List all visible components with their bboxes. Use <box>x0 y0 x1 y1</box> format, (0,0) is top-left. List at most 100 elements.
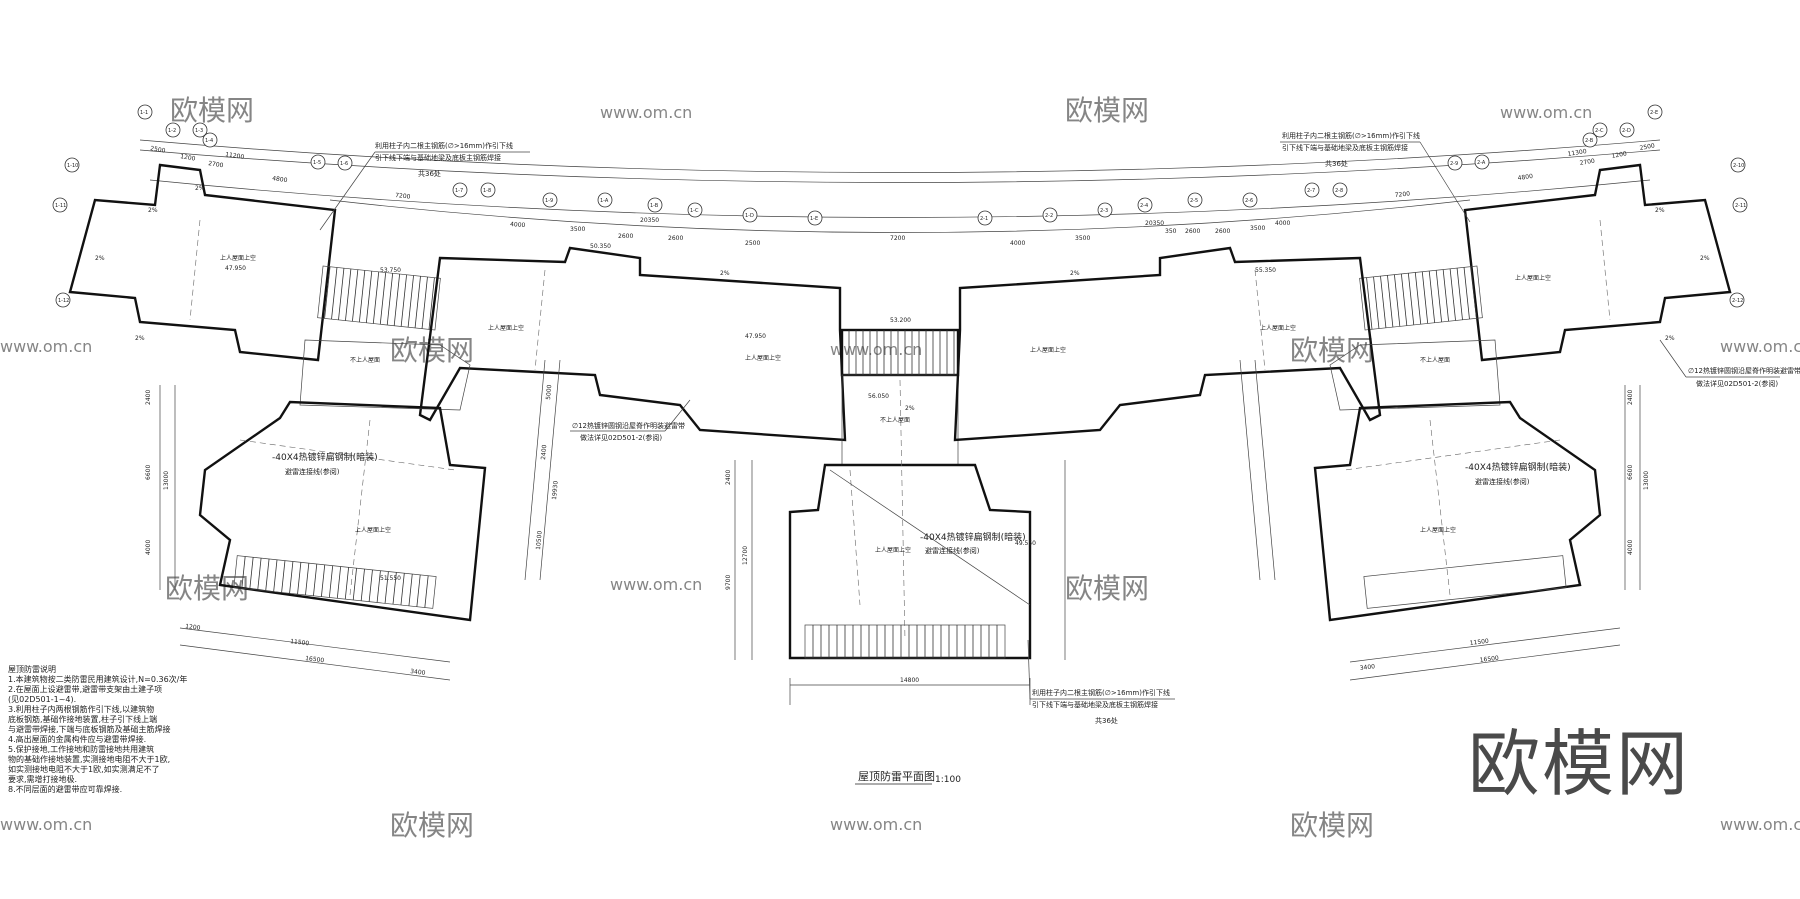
svg-text:4000: 4000 <box>145 540 152 555</box>
svg-text:11300: 11300 <box>1567 148 1587 158</box>
svg-text:3400: 3400 <box>410 668 426 677</box>
hatch-line <box>416 574 421 607</box>
note-line: 8.不同层面的避雷带应可靠焊接. <box>8 785 123 794</box>
svg-text:3500: 3500 <box>570 226 585 233</box>
svg-text:13000: 13000 <box>163 471 170 490</box>
axis-bubble <box>310 154 326 170</box>
axis-bubble <box>64 157 80 173</box>
axis-bubble-label: 1-6 <box>340 161 348 167</box>
left-middle-block <box>418 246 847 442</box>
svg-text:4000: 4000 <box>1627 540 1634 555</box>
hatch-line <box>428 277 435 330</box>
axis-bubble <box>1447 155 1463 171</box>
svg-text:47.950: 47.950 <box>745 333 766 340</box>
axis-bubble <box>452 182 468 198</box>
svg-text:4800: 4800 <box>1517 173 1533 182</box>
hatch-line <box>393 273 401 326</box>
svg-text:7200: 7200 <box>395 192 411 201</box>
svg-text:2%: 2% <box>1665 335 1675 342</box>
hatch-line <box>392 572 397 605</box>
note-line: 4.高出屋面的金属构件应与避雷带焊接. <box>8 735 147 744</box>
hatch-line <box>249 557 254 590</box>
svg-text:20350: 20350 <box>640 217 659 224</box>
bottom-dimensions: 1200 11500 16500 3400 14800 3400 11500 1… <box>179 623 1621 705</box>
left-wing <box>68 163 847 622</box>
hatch-lines-center-low <box>812 625 998 658</box>
note-line: 3.利用柱子内两根钢筋作引下线,以建筑物 <box>8 705 155 714</box>
hatch-line <box>331 267 338 320</box>
svg-text:2600: 2600 <box>1185 228 1200 235</box>
center-lower-hatch <box>804 624 1006 659</box>
axis-bubble-label: 1-B <box>650 203 659 209</box>
roof-label: 上人屋面上空 <box>355 526 391 534</box>
hatch-line <box>281 560 286 593</box>
axis-bubble <box>1582 132 1598 148</box>
svg-text:2400: 2400 <box>725 470 732 485</box>
axis-bubble-label: 1-E <box>810 216 818 222</box>
axis-bubble-label: 2-C <box>1595 128 1604 134</box>
hatch-lines-left <box>324 266 435 330</box>
axis-bubble-label: 2-A <box>1477 160 1486 166</box>
hatch-line <box>305 563 310 596</box>
hatch-lines-center-top <box>848 330 955 375</box>
hatch-line <box>1428 270 1436 323</box>
strip-12-ref-left: 做法详见02D501-2(参阅) <box>580 433 662 442</box>
steel-40-note-center: -40X4热镀锌扁钢制(暗装) <box>920 531 1026 543</box>
svg-text:5000: 5000 <box>545 384 553 400</box>
hatch-line <box>297 562 302 595</box>
watermark-brand: 欧模网 <box>170 94 254 127</box>
axis-bubble-label: 2-8 <box>1335 188 1343 194</box>
count-bottom: 共36处 <box>1095 716 1118 725</box>
hatch-line <box>384 571 389 604</box>
hatch-line <box>338 268 345 320</box>
axis-bubble <box>192 122 208 138</box>
roof-label: 上人屋面上空 <box>745 354 781 362</box>
drawing-scale: 1:100 <box>935 775 961 785</box>
steel-40-b-left: 避雷连接线(参阅) <box>285 467 340 476</box>
downlead-note-right-2: 引下线下端与基础地梁及底板主钢筋焊接 <box>1282 143 1408 152</box>
axis-bubble-label: 1-9 <box>545 198 553 204</box>
axis-bubble-label: 1-C <box>690 208 699 214</box>
hatch-line <box>1366 277 1373 330</box>
svg-text:2%: 2% <box>148 207 158 214</box>
roof-label: 上人屋面上空 <box>1515 274 1551 282</box>
left-end-block <box>68 163 337 362</box>
count-right: 共36处 <box>1325 159 1348 168</box>
svg-text:1200: 1200 <box>185 623 201 632</box>
axis-bubble <box>1647 104 1663 120</box>
svg-text:350: 350 <box>1165 228 1177 235</box>
roof-label: 上人屋面上空 <box>875 546 911 554</box>
steel-40-note-left: -40X4热镀锌扁钢制(暗装) <box>272 451 378 463</box>
watermark-url: www.om.cn <box>1720 337 1800 356</box>
hatch-line <box>345 268 352 321</box>
axis-bubble-label: 2-D <box>1622 128 1631 134</box>
axis-bubble-label: 1-4 <box>205 138 213 144</box>
hatch-line <box>386 273 394 326</box>
downlead-note-bottom-1: 利用柱子内二根主钢筋(∅>16mm)作引下线 <box>1032 688 1170 697</box>
hatch-line <box>324 266 331 319</box>
svg-text:3400: 3400 <box>1359 663 1375 672</box>
watermark-url: www.om.cn <box>1500 103 1592 122</box>
steel-40-b-right: 避雷连接线(参阅) <box>1475 477 1530 486</box>
axis-bubble-label: 2-11 <box>1735 203 1746 209</box>
axis-bubble-label: 1-2 <box>168 128 176 134</box>
svg-text:55.350: 55.350 <box>1255 267 1276 274</box>
hatch-line <box>352 568 357 601</box>
axis-bubble-label: 1-1 <box>140 110 148 116</box>
axis-bubble-label: 2-4 <box>1140 203 1148 209</box>
svg-text:2700: 2700 <box>208 160 224 169</box>
watermark-brand: 欧模网 <box>1065 572 1149 605</box>
left-stair-hatch <box>317 265 441 331</box>
svg-text:3500: 3500 <box>1075 235 1090 242</box>
right-wing <box>953 163 1732 622</box>
top-dimension-arcs <box>139 139 1661 233</box>
hatch-line <box>273 559 278 592</box>
note-line: (见02D501-1~4). <box>8 695 77 704</box>
drawing-title-text: 屋顶防雷平面图 <box>858 769 935 783</box>
hatch-line <box>265 558 270 591</box>
svg-text:2700: 2700 <box>1579 158 1595 167</box>
svg-text:11200: 11200 <box>225 151 245 161</box>
axis-bubble-label: 2-B <box>1585 138 1594 144</box>
note-line: 1.本建筑物按二类防雷民用建筑设计,N=0.36次/年 <box>8 675 188 684</box>
center-block <box>788 328 1032 660</box>
